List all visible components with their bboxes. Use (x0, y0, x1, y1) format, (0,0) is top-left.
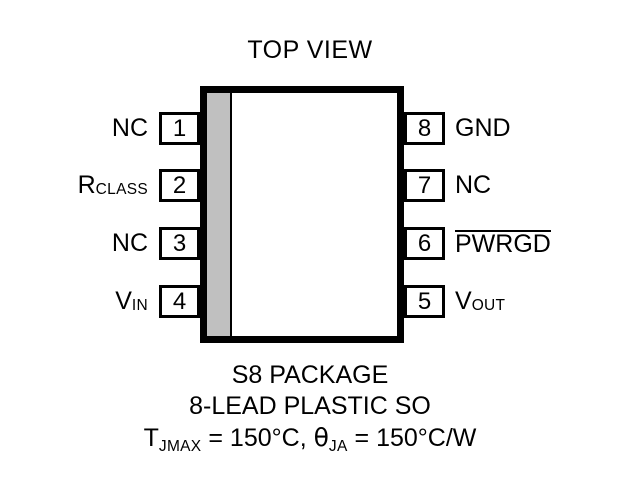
package-name-caption: S8 PACKAGE (231, 361, 389, 389)
pin-label-text-active-low: PWRGD (455, 230, 551, 258)
pin-number: 1 (172, 114, 187, 142)
page-title: TOP VIEW (247, 36, 373, 64)
theta-symbol: θ (313, 423, 329, 452)
pin-label-nc-3: NC (112, 227, 159, 260)
thermal-spec-caption: TJMAX = 150°C, θJA = 150°C/W (0, 423, 620, 454)
pin-label-nc-7: NC (455, 169, 491, 202)
pin-label-gnd: GND (455, 112, 511, 145)
pin-label-text: GND (455, 114, 511, 142)
pin-box-3: 3 (159, 227, 200, 260)
package-body-outline (200, 86, 404, 343)
tjmax-value: = 150°C, (201, 424, 314, 452)
pin-label-text: NC (455, 171, 492, 199)
die-attach-strip (207, 93, 232, 336)
theta-value: = 150°C/W (347, 424, 477, 452)
pin-label-text: NC (111, 229, 148, 257)
pin-number: 2 (172, 171, 187, 199)
pin-box-7: 7 (404, 169, 445, 202)
pin-number: 3 (172, 229, 187, 257)
pin-label-subscript: IN (131, 297, 148, 315)
pin-label-text: R (77, 171, 96, 199)
pin-label-pwrgd: PWRGD (455, 227, 551, 260)
pin-label-text: V (455, 287, 472, 315)
pin-box-8: 8 (404, 112, 445, 145)
pin-number: 6 (417, 229, 432, 257)
pin-number: 8 (417, 114, 432, 142)
pin-label-text: V (115, 287, 132, 315)
tjmax-symbol: T (143, 424, 159, 452)
pin-number: 4 (172, 287, 187, 315)
pin-box-2: 2 (159, 169, 200, 202)
package-type-caption: 8-LEAD PLASTIC SO (189, 392, 431, 420)
pin-label-subscript: OUT (471, 297, 506, 315)
pin-number: 5 (417, 287, 432, 315)
pin-label-nc-1: NC (112, 112, 159, 145)
pin-box-1: 1 (159, 112, 200, 145)
pin-box-6: 6 (404, 227, 445, 260)
theta-subscript: JA (328, 437, 348, 455)
pin-label-text: NC (111, 114, 148, 142)
pin-box-4: 4 (159, 285, 200, 318)
tjmax-subscript: JMAX (158, 437, 202, 455)
pin-number: 7 (417, 171, 432, 199)
pin-label-subscript: CLASS (95, 181, 148, 199)
pin-box-5: 5 (404, 285, 445, 318)
